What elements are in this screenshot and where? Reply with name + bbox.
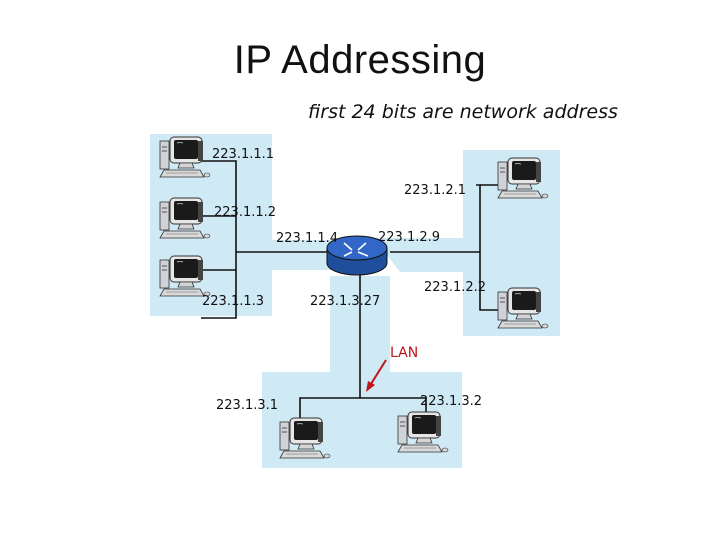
label-host-223-1-1-3: 223.1.1.3 bbox=[202, 294, 264, 309]
label-lan: LAN bbox=[390, 345, 418, 361]
label-host-223-1-2-2: 223.1.2.2 bbox=[424, 280, 486, 295]
label-router-interface-2: 223.1.2.9 bbox=[378, 230, 440, 245]
label-host-223-1-3-1: 223.1.3.1 bbox=[216, 398, 278, 413]
label-router-interface-3: 223.1.3.27 bbox=[310, 294, 380, 309]
slide-title: IP Addressing bbox=[233, 38, 487, 82]
label-host-223-1-1-1: 223.1.1.1 bbox=[212, 147, 274, 162]
lan-arrow bbox=[366, 359, 387, 392]
router-icon bbox=[326, 235, 388, 276]
label-host-223-1-1-2: 223.1.1.2 bbox=[214, 205, 276, 220]
label-host-223-1-3-2: 223.1.3.2 bbox=[420, 394, 482, 409]
label-router-interface-1: 223.1.1.4 bbox=[276, 231, 338, 246]
label-host-223-1-2-1: 223.1.2.1 bbox=[404, 183, 466, 198]
slide-subtitle: first 24 bits are network address bbox=[308, 101, 618, 123]
network-links bbox=[196, 160, 498, 425]
